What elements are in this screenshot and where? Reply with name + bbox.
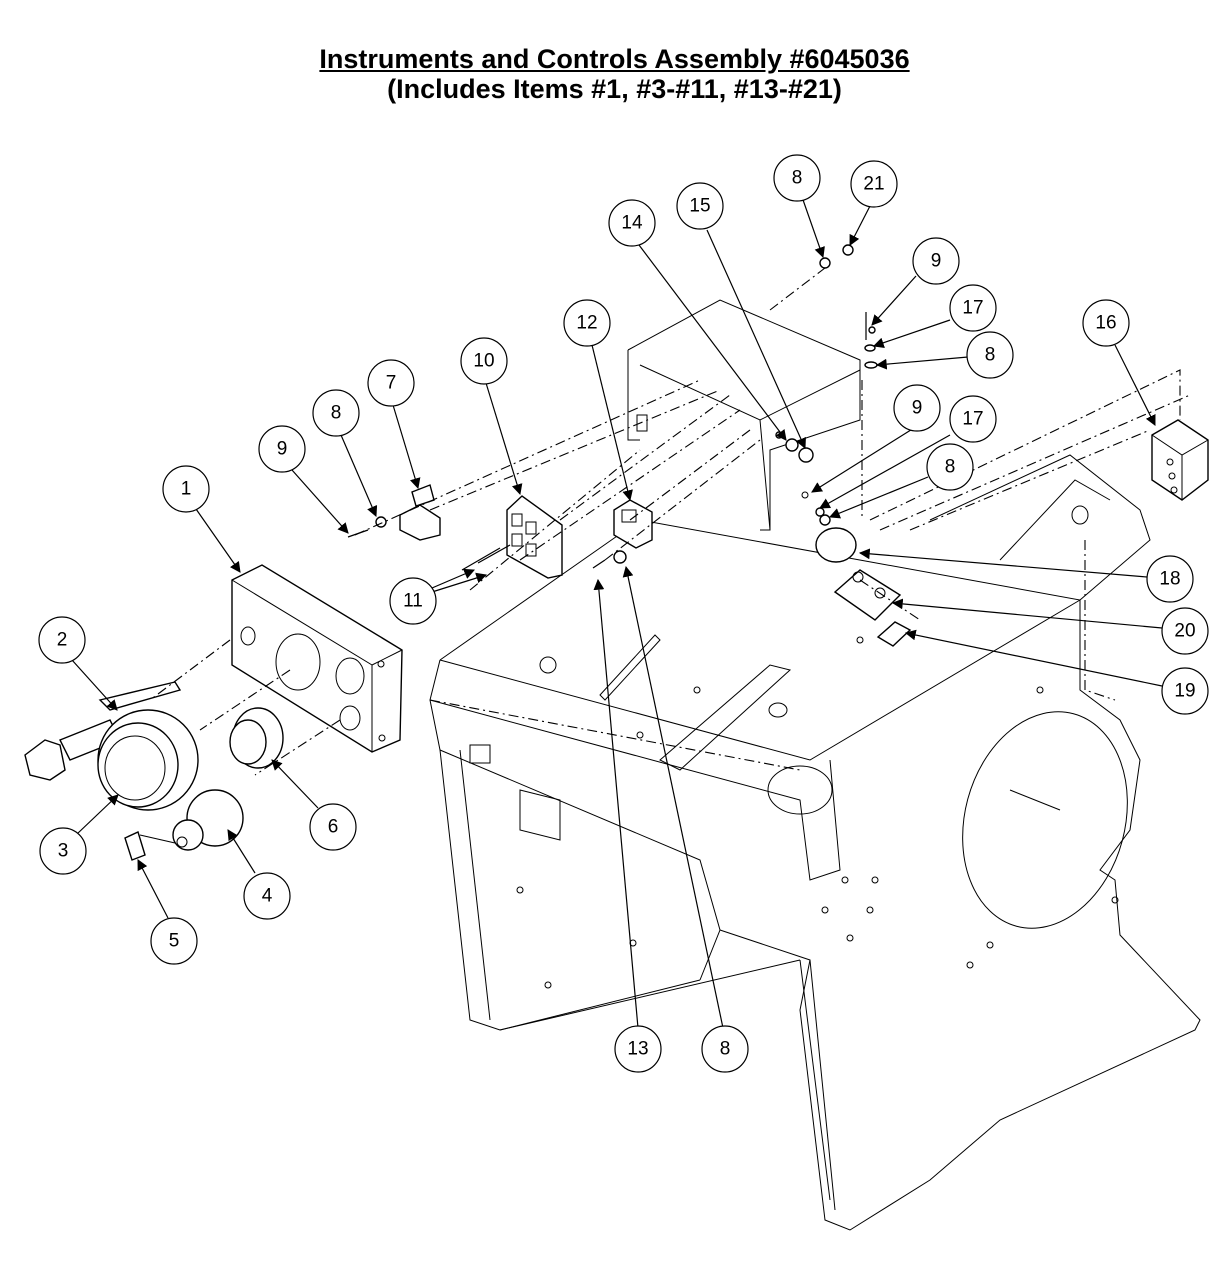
callout-11: 11 (389, 577, 437, 625)
callout-19: 19 (1161, 667, 1209, 715)
callout-1: 1 (162, 465, 210, 513)
svg-text:16: 16 (1095, 313, 1116, 334)
svg-text:20: 20 (1174, 621, 1195, 642)
callout-16: 16 (1082, 299, 1130, 347)
callout-17-upper: 17 (949, 284, 997, 332)
relay-screw-washer (592, 550, 627, 569)
svg-text:17: 17 (962, 298, 983, 319)
svg-text:4: 4 (262, 886, 273, 907)
svg-text:9: 9 (277, 439, 288, 460)
upper-bolt-set (864, 312, 878, 369)
svg-text:2: 2 (57, 630, 68, 651)
callout-20: 20 (1161, 607, 1209, 655)
callout-8-lower: 8 (926, 443, 974, 491)
svg-text:1: 1 (181, 479, 192, 500)
svg-text:9: 9 (912, 398, 923, 419)
svg-text:8: 8 (792, 168, 803, 189)
callout-14: 14 (608, 199, 656, 247)
callout-12: 12 (563, 299, 611, 347)
callout-8: 8 (312, 389, 360, 437)
svg-text:18: 18 (1159, 569, 1180, 590)
callout-2: 2 (38, 616, 86, 664)
svg-text:14: 14 (621, 213, 643, 234)
svg-text:10: 10 (473, 351, 494, 372)
callout-17-lower: 17 (949, 395, 997, 443)
callout-5: 5 (150, 917, 198, 965)
callout-8-bottom: 8 (701, 1025, 749, 1073)
instrument-panel (231, 564, 403, 753)
title-line-2: (Includes Items #1, #3-#11, #13-#21) (387, 74, 842, 104)
relay (399, 484, 441, 541)
svg-text:19: 19 (1174, 681, 1195, 702)
controller-module (1151, 419, 1209, 501)
callout-15: 15 (676, 182, 724, 230)
leader-arrows (71, 196, 1163, 1029)
callout-10: 10 (460, 337, 508, 385)
svg-text:7: 7 (386, 373, 397, 394)
svg-text:8: 8 (720, 1039, 731, 1060)
callout-3: 3 (39, 827, 87, 875)
callout-6: 6 (309, 803, 357, 851)
screw-and-washer-left (347, 516, 387, 538)
box-hardware (775, 431, 814, 463)
choke-control (24, 681, 182, 781)
title-line-1: Instruments and Controls Assembly #60450… (319, 44, 910, 74)
callout-7: 7 (367, 359, 415, 407)
callout-8-upper: 8 (966, 331, 1014, 379)
svg-text:15: 15 (689, 196, 710, 217)
chassis-frame (429, 299, 1201, 1231)
fuse-block-screws (461, 544, 511, 571)
svg-text:8: 8 (945, 457, 956, 478)
callout-9-upper: 9 (912, 237, 960, 285)
svg-text:11: 11 (403, 591, 423, 612)
callout-4: 4 (243, 872, 291, 920)
svg-text:3: 3 (58, 841, 69, 862)
svg-text:17: 17 (962, 409, 983, 430)
ignition-key (124, 831, 176, 861)
hour-meter-gauge (97, 709, 199, 811)
svg-text:6: 6 (328, 817, 339, 838)
callout-13: 13 (614, 1025, 662, 1073)
safety-switch (801, 491, 912, 647)
callout-18: 18 (1146, 555, 1194, 603)
top-nut-washer (819, 244, 854, 269)
indicator-lamp (229, 707, 284, 769)
svg-text:8: 8 (985, 345, 996, 366)
callout-8-top: 8 (773, 154, 821, 202)
svg-text:13: 13 (627, 1039, 648, 1060)
svg-text:12: 12 (576, 313, 597, 334)
svg-text:5: 5 (169, 931, 180, 952)
callout-21: 21 (850, 160, 898, 208)
ignition-switch (172, 789, 244, 851)
callout-9: 9 (258, 425, 306, 473)
svg-text:8: 8 (331, 403, 342, 424)
diagram-title: Instruments and Controls Assembly #60450… (0, 44, 1229, 104)
svg-text:9: 9 (931, 251, 942, 272)
callout-9-lower: 9 (893, 384, 941, 432)
svg-text:21: 21 (863, 174, 884, 195)
